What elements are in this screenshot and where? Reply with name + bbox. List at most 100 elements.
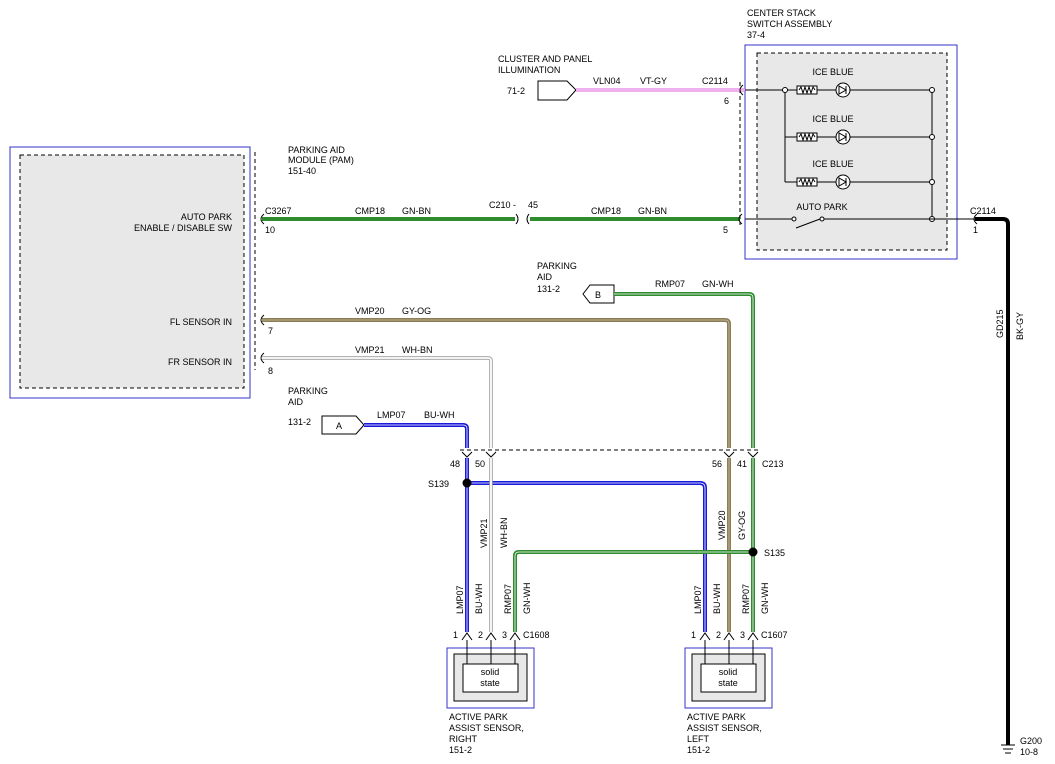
wire-v-gnwh-a-label: GN-WH bbox=[522, 583, 532, 615]
splice-s139-label: S139 bbox=[428, 479, 449, 489]
wire-v-gyog-label: GY-OG bbox=[737, 511, 747, 540]
c1607-pin-2: 2 bbox=[716, 630, 721, 640]
ground-name: G200 bbox=[1020, 736, 1042, 746]
wire-v-lmp07-a-label: LMP07 bbox=[455, 585, 465, 614]
c3267-label: C3267 bbox=[265, 206, 292, 216]
c213-connector: 48 50 56 41 C213 bbox=[450, 449, 784, 469]
splice-s139 bbox=[462, 478, 472, 488]
lamp-3-label: ICE BLUE bbox=[812, 159, 853, 169]
parking-aid-b-tag-letter: B bbox=[595, 290, 601, 300]
wire-vln04-label: VLN04 bbox=[593, 76, 621, 86]
wire-gyog-label: GY-OG bbox=[402, 306, 431, 316]
c2114-a-label: C2114 bbox=[702, 76, 728, 86]
wire-cmp18-b-label: CMP18 bbox=[591, 206, 621, 216]
sensor-left-title-2: ASSIST SENSOR, bbox=[687, 723, 762, 733]
parking-aid-a: PARKING AID 131-2 A LMP07 BU-WH bbox=[288, 386, 469, 448]
c213-pin-56: 56 bbox=[712, 459, 722, 469]
center-stack-title-2: SWITCH ASSEMBLY bbox=[747, 19, 832, 29]
sensor-left-inner-2: state bbox=[718, 678, 738, 688]
c210-pin: 45 bbox=[528, 200, 538, 210]
pam-ref: 151-40 bbox=[288, 166, 316, 176]
c213-pin-41: 41 bbox=[737, 459, 747, 469]
wire-lmp07-label: LMP07 bbox=[377, 410, 406, 420]
c2114-a-pin: 6 bbox=[724, 96, 729, 106]
cluster-connector-tag bbox=[537, 80, 577, 101]
splice-s135-label: S135 bbox=[764, 548, 785, 558]
center-stack-module: CENTER STACK SWITCH ASSEMBLY 37-4 ICE BL… bbox=[739, 8, 975, 260]
sensor-left-inner: solid bbox=[719, 667, 738, 677]
pam-title-2: MODULE (PAM) bbox=[288, 155, 354, 165]
lamp-2-label: ICE BLUE bbox=[812, 114, 853, 124]
sensor-right-title-2: ASSIST SENSOR, bbox=[449, 723, 524, 733]
wire-v-whbn-label: WH-BN bbox=[499, 518, 509, 549]
cluster-title: CLUSTER AND PANEL bbox=[498, 54, 592, 64]
center-stack-title: CENTER STACK bbox=[747, 8, 816, 18]
cluster-ref: 71-2 bbox=[507, 86, 525, 96]
wire-vmp21-label: VMP21 bbox=[355, 345, 385, 355]
sensor-right-title: ACTIVE PARK bbox=[449, 712, 508, 722]
wire-v-buwh-a-label: BU-WH bbox=[474, 584, 484, 615]
parking-aid-b: PARKING AID 131-2 B RMP07 GN-WH bbox=[537, 261, 755, 448]
c210-label: C210 - bbox=[489, 200, 516, 210]
wire-v-gnwh-b-label: GN-WH bbox=[760, 583, 770, 615]
wire-rmp07-label: RMP07 bbox=[655, 279, 685, 289]
wire-vtgy-label: VT-GY bbox=[640, 76, 667, 86]
pam-pin-7: 7 bbox=[268, 326, 273, 336]
wire-v-vmp21-label: VMP21 bbox=[479, 518, 489, 548]
wire-vmp21: 8 VMP21 WH-BN bbox=[260, 345, 493, 448]
pam-pin-auto-park: AUTO PARK bbox=[181, 212, 232, 222]
wire-v-buwh-b-label: BU-WH bbox=[712, 584, 722, 615]
c1607-label: C1607 bbox=[761, 630, 788, 640]
wire-v-lmp07-b-label: LMP07 bbox=[693, 585, 703, 614]
wire-whbn-label: WH-BN bbox=[402, 345, 433, 355]
wire-gd215-label: GD215 bbox=[995, 309, 1005, 338]
c1607-pin-3: 3 bbox=[740, 630, 745, 640]
parking-aid-a-title-2: AID bbox=[288, 397, 304, 407]
parking-aid-b-title: PARKING bbox=[537, 261, 577, 271]
pam-module: PARKING AID MODULE (PAM) 151-40 AUTO PAR… bbox=[9, 145, 354, 399]
sensor-right-inner-2: state bbox=[480, 678, 500, 688]
c2114-b-pin: 1 bbox=[973, 225, 978, 235]
auto-park-switch bbox=[795, 218, 821, 229]
wire-gnbn-b-label: GN-BN bbox=[638, 206, 667, 216]
sensor-left-ref: 151-2 bbox=[687, 745, 710, 755]
parking-aid-a-tag bbox=[321, 415, 365, 435]
wire-buwh-label: BU-WH bbox=[424, 410, 455, 420]
auto-park-switch-label: AUTO PARK bbox=[796, 202, 847, 212]
parking-aid-a-ref: 131-2 bbox=[288, 417, 311, 427]
parking-aid-a-title: PARKING bbox=[288, 386, 328, 396]
pam-pin-fr-sensor: FR SENSOR IN bbox=[168, 357, 232, 367]
wire-v-vmp20-label: VMP20 bbox=[717, 510, 727, 540]
c213-pin-50: 50 bbox=[475, 459, 485, 469]
wire-gnbn-a-label: GN-BN bbox=[402, 206, 431, 216]
wire-gnwh-label: GN-WH bbox=[702, 279, 734, 289]
parking-aid-b-title-2: AID bbox=[537, 272, 553, 282]
sensor-right-title-3: RIGHT bbox=[449, 734, 478, 744]
wire-vmp20: 7 VMP20 GY-OG bbox=[260, 306, 731, 448]
pam-pin-8: 8 bbox=[268, 366, 273, 376]
wire-v-rmp07-a-label: RMP07 bbox=[503, 584, 513, 614]
sensor-right: 1 2 3 C1608 solid state ACTIVE PARK ASSI… bbox=[446, 630, 550, 755]
c1608-pin-2: 2 bbox=[478, 630, 483, 640]
sensor-right-ref: 151-2 bbox=[449, 745, 472, 755]
wire-cmp18-a-label: CMP18 bbox=[355, 206, 385, 216]
c1608-pin-3: 3 bbox=[502, 630, 507, 640]
ground-ref: 10-8 bbox=[1020, 747, 1038, 757]
wire-cmp18: C3267 10 CMP18 GN-BN C210 - 45 CMP18 GN-… bbox=[260, 200, 743, 235]
center-stack-pin-5: 5 bbox=[723, 225, 728, 235]
wire-gd215: C2114 1 GD215 BK-GY G200 10-8 bbox=[970, 206, 1042, 757]
center-stack-ref: 37-4 bbox=[747, 30, 765, 40]
c3267-pin-10: 10 bbox=[265, 225, 275, 235]
wire-bkgy-label: BK-GY bbox=[1015, 312, 1025, 340]
sensor-left: 1 2 3 C1607 solid state ACTIVE PARK ASSI… bbox=[684, 630, 788, 755]
lamp-1-label: ICE BLUE bbox=[812, 67, 853, 77]
c1608-label: C1608 bbox=[523, 630, 550, 640]
wire-vmp20-label: VMP20 bbox=[355, 306, 385, 316]
splice-s135 bbox=[748, 547, 758, 557]
parking-aid-a-tag-letter: A bbox=[336, 421, 342, 431]
pam-pin-fl-sensor: FL SENSOR IN bbox=[170, 317, 232, 327]
parking-aid-b-ref: 131-2 bbox=[537, 284, 560, 294]
pam-pin-auto-park-2: ENABLE / DISABLE SW bbox=[134, 223, 233, 233]
pam-title: PARKING AID bbox=[288, 145, 345, 155]
